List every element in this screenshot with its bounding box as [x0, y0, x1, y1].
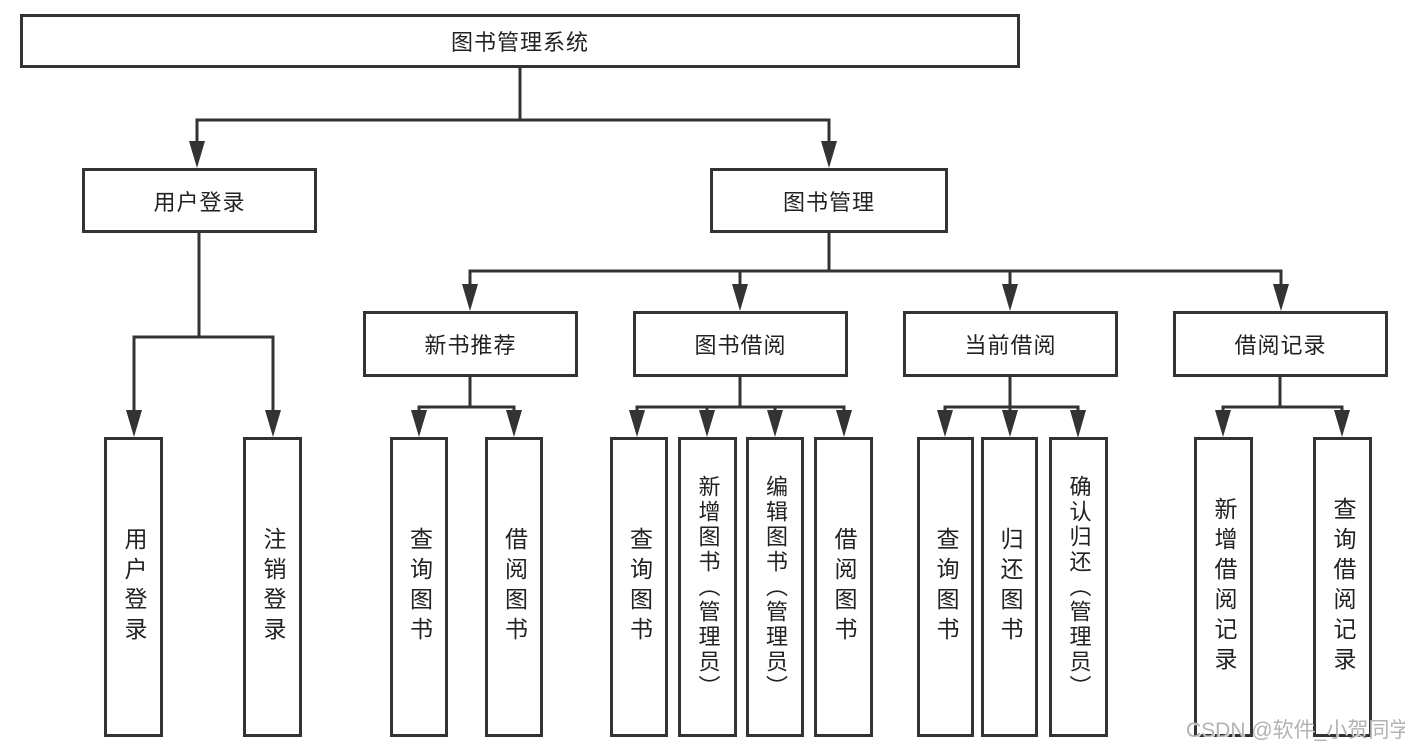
node-new-book-recommend-label: 新书推荐	[424, 333, 517, 358]
node-user-login-label: 用户登录	[153, 189, 246, 215]
leaf-query-books-current: 查询图书	[917, 437, 974, 737]
leaf-borrow-books-recommend-label: 借阅图书	[501, 527, 528, 647]
leaf-query-books-borrow: 查询图书	[610, 437, 668, 737]
leaf-logout: 注销登录	[243, 437, 302, 737]
leaf-edit-book-admin-label: 编辑图书（管理员）	[763, 474, 788, 700]
leaf-borrow-books-recommend: 借阅图书	[485, 437, 543, 737]
node-borrowing-records: 借阅记录	[1173, 311, 1388, 377]
leaf-query-books-recommend: 查询图书	[390, 437, 448, 737]
leaf-query-borrow-record-label: 查询借阅记录	[1330, 497, 1356, 677]
leaf-edit-book-admin: 编辑图书（管理员）	[746, 437, 804, 737]
leaf-return-books-label: 归还图书	[997, 527, 1023, 647]
csdn-watermark: CSDN @软件_小贺同学	[1186, 719, 1405, 742]
node-book-management: 图书管理	[710, 168, 948, 233]
node-borrowing-records-label: 借阅记录	[1234, 333, 1327, 358]
leaf-confirm-return-admin: 确认归还（管理员）	[1049, 437, 1108, 737]
leaf-query-books-current-label: 查询图书	[933, 527, 959, 647]
node-book-management-label: 图书管理	[782, 189, 875, 215]
node-library-system: 图书管理系统	[20, 14, 1020, 68]
leaf-confirm-return-admin-label: 确认归还（管理员）	[1066, 474, 1092, 700]
node-new-book-recommend: 新书推荐	[363, 311, 578, 377]
leaf-add-book-admin-label: 新增图书（管理员）	[695, 474, 721, 700]
node-book-borrowing: 图书借阅	[633, 311, 848, 377]
node-library-system-label: 图书管理系统	[450, 30, 589, 55]
leaf-logout-label: 注销登录	[260, 527, 286, 647]
node-book-borrowing-label: 图书借阅	[694, 333, 787, 358]
leaf-return-books: 归还图书	[981, 437, 1038, 737]
leaf-add-book-admin: 新增图书（管理员）	[678, 437, 737, 737]
node-current-borrowing: 当前借阅	[903, 311, 1118, 377]
leaf-user-login: 用户登录	[104, 437, 163, 737]
node-current-borrowing-label: 当前借阅	[964, 333, 1057, 358]
leaf-borrow-books: 借阅图书	[814, 437, 873, 737]
leaf-borrow-books-label: 借阅图书	[831, 527, 857, 647]
leaf-user-login-label: 用户登录	[121, 527, 147, 647]
leaf-add-borrow-record: 新增借阅记录	[1194, 437, 1253, 737]
node-user-login: 用户登录	[82, 168, 317, 233]
leaf-add-borrow-record-label: 新增借阅记录	[1211, 497, 1237, 677]
leaf-query-books-recommend-label: 查询图书	[406, 527, 433, 647]
leaf-query-borrow-record: 查询借阅记录	[1313, 437, 1372, 737]
leaf-query-books-borrow-label: 查询图书	[626, 527, 653, 647]
